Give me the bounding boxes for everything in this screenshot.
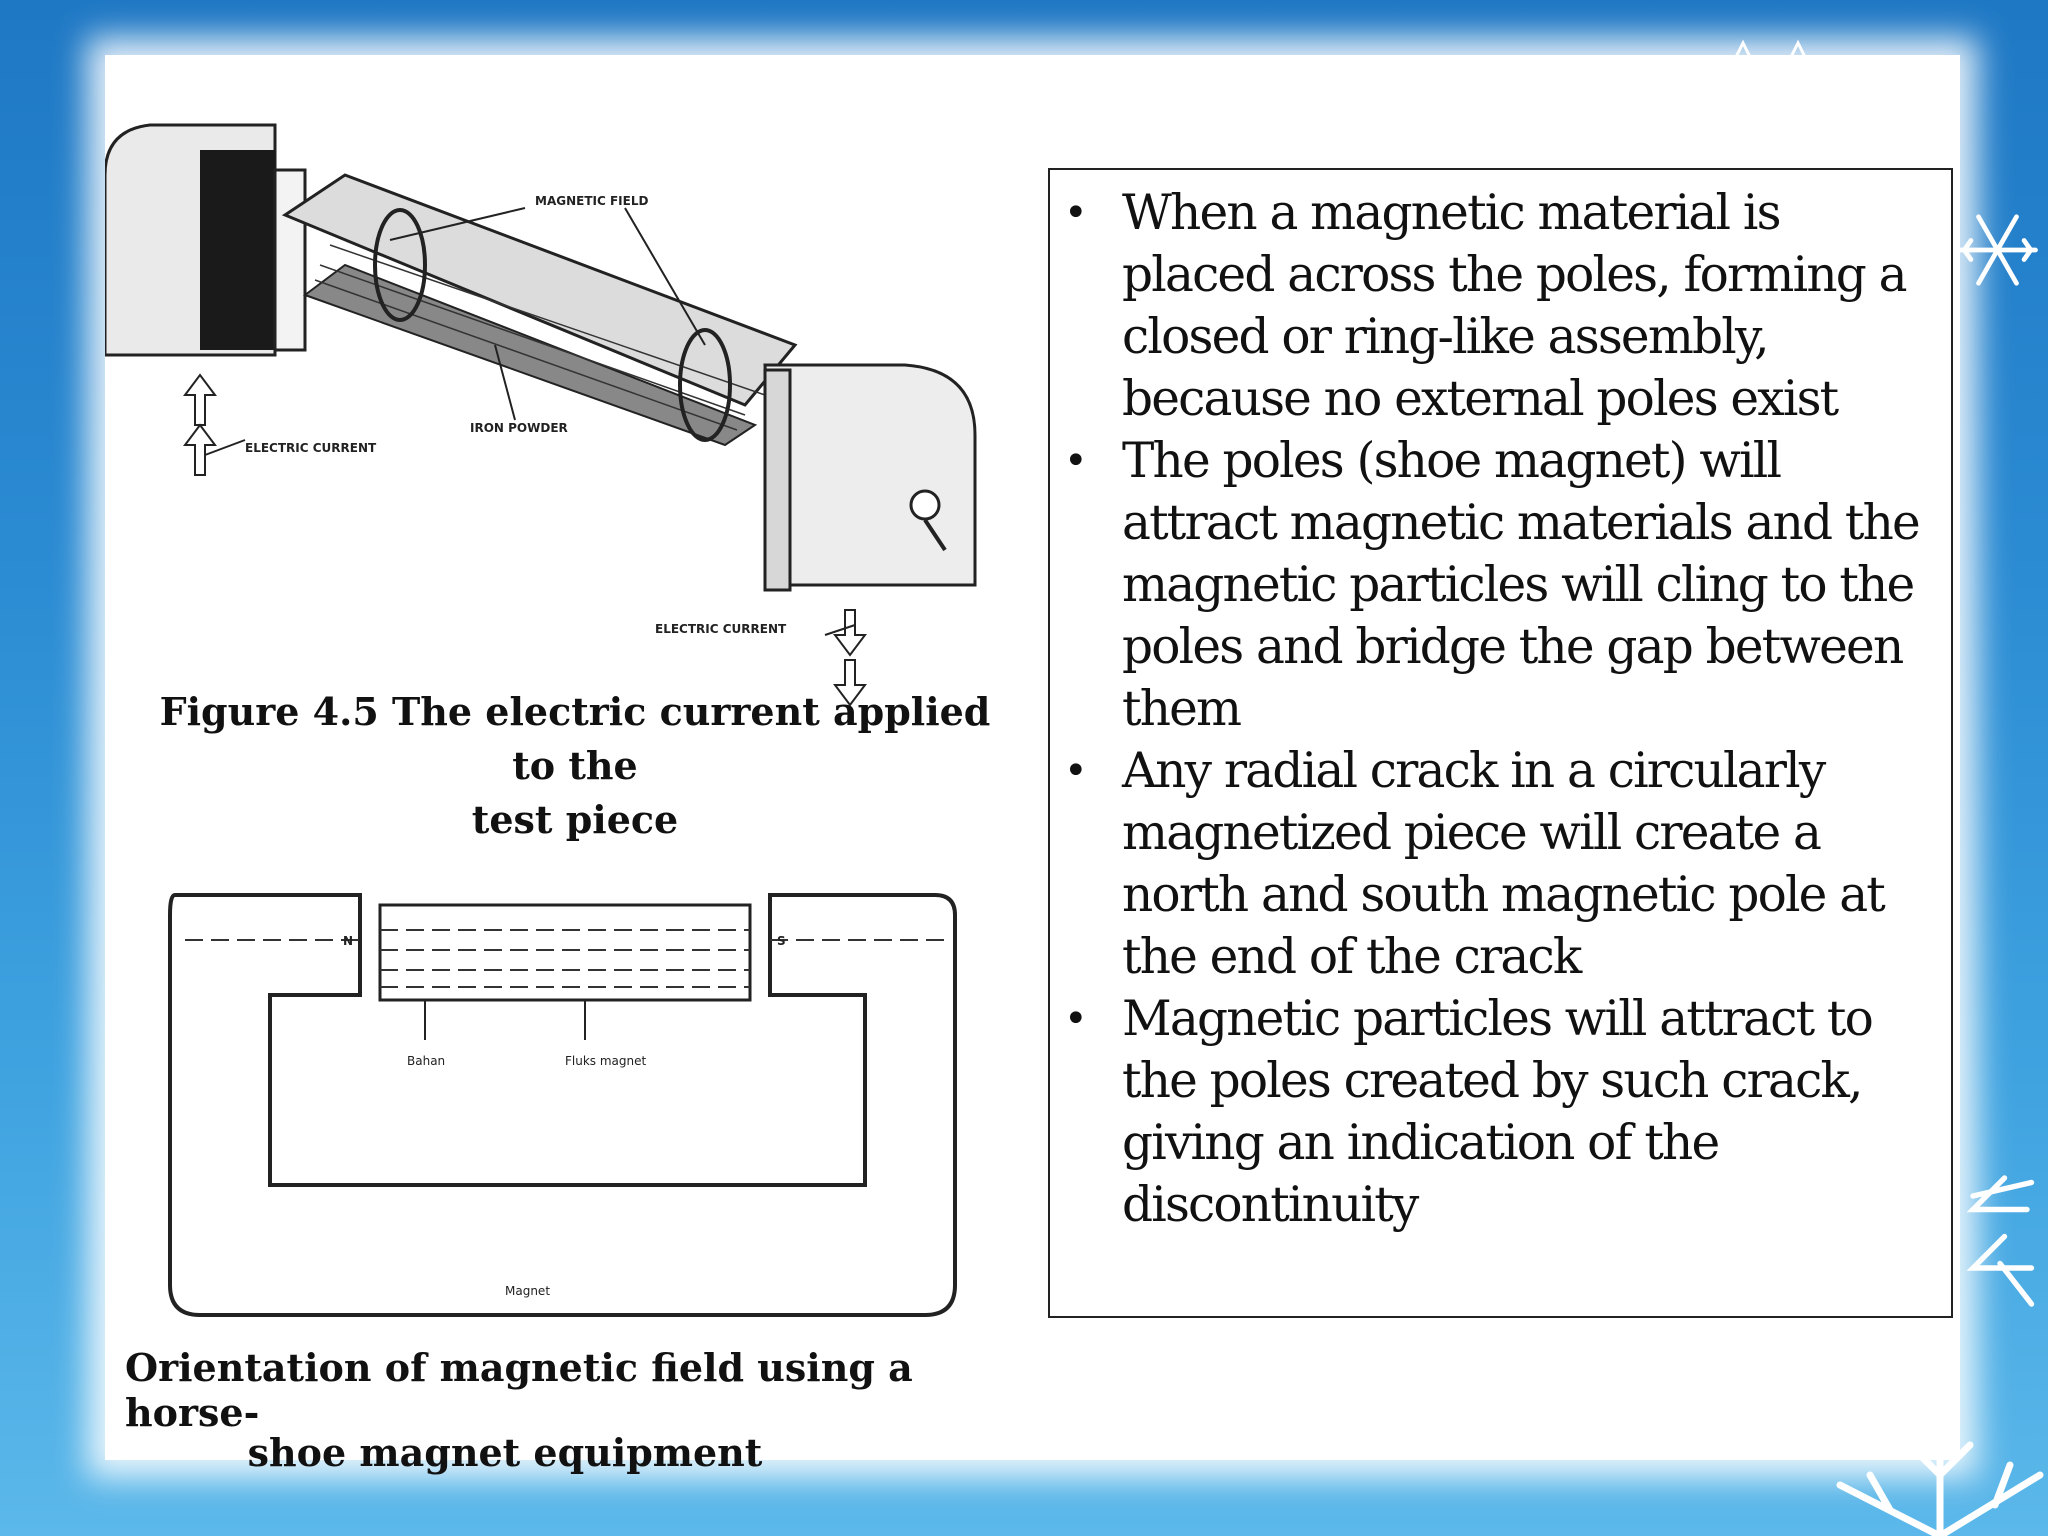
figure-horseshoe-magnet: N S Bahan Fluks magnet Magnet [168, 893, 957, 1317]
bullet-list: •When a magnetic material is placed acro… [1064, 182, 1937, 1236]
bullet-marker: • [1064, 438, 1088, 484]
label-south-pole: S [777, 934, 786, 948]
figure-caption: Figure 4.5 The electric current applied … [159, 689, 991, 842]
figure-electric-current-apparatus: MAGNETIC FIELD IRON POWDER ELECTRIC CURR… [105, 123, 977, 707]
bullet-marker: • [1064, 996, 1088, 1042]
label-magnet: Magnet [505, 1284, 550, 1298]
snowflake-icon [1836, 1421, 2044, 1536]
list-item: •Magnetic particles will attract to the … [1064, 988, 1937, 1236]
label-magnetic-field: MAGNETIC FIELD [535, 194, 648, 208]
label-iron-powder: IRON POWDER [470, 421, 568, 435]
list-item: •The poles (shoe magnet) will attract ma… [1064, 430, 1937, 740]
list-item: •Any radial crack in a circularly magnet… [1064, 740, 1937, 988]
figure-caption-line2: shoe magnet equipment [247, 1430, 763, 1475]
bullet-text-box: •When a magnetic material is placed acro… [1048, 168, 1953, 1318]
snowflake-icon [1957, 214, 2038, 286]
slide-panel: MAGNETIC FIELD IRON POWDER ELECTRIC CURR… [105, 55, 1960, 1475]
bullet-marker: • [1064, 748, 1088, 794]
label-fluks-magnet: Fluks magnet [565, 1054, 647, 1068]
list-item: •When a magnetic material is placed acro… [1064, 182, 1937, 430]
label-electric-current-right: ELECTRIC CURRENT [655, 622, 787, 636]
figure-caption-line1: Orientation of magnetic field using a ho… [125, 1345, 913, 1435]
label-bahan: Bahan [407, 1054, 445, 1068]
label-north-pole: N [343, 934, 353, 948]
snowflake-icon [1966, 1175, 2035, 1307]
bullet-marker: • [1064, 190, 1088, 236]
label-electric-current-left: ELECTRIC CURRENT [245, 441, 377, 455]
